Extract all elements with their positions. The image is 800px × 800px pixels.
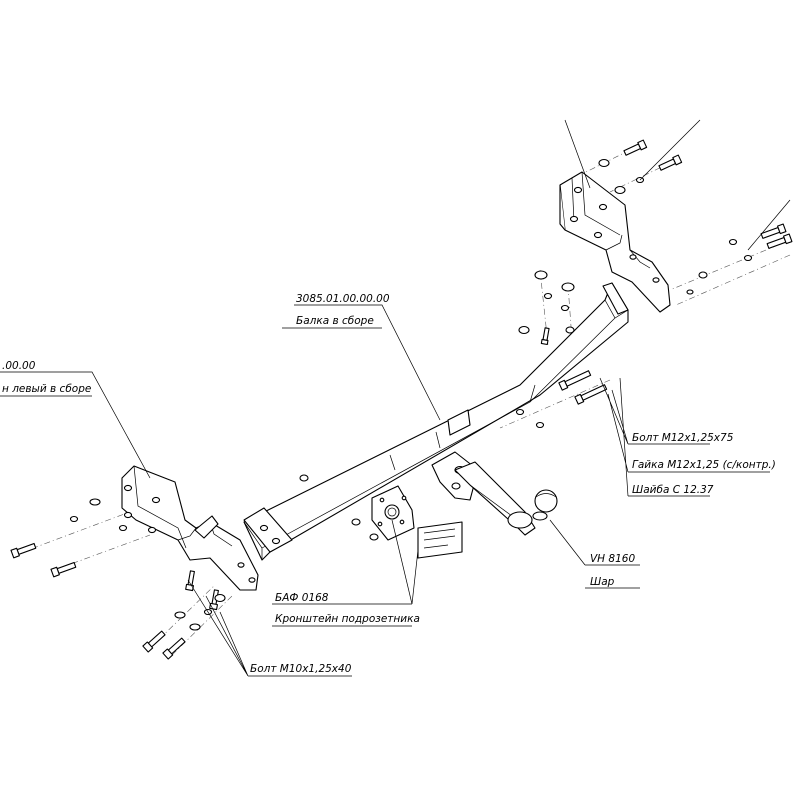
leader-lines [0, 119, 791, 677]
left-bracket-code-label: .00.00 [2, 360, 36, 372]
nut-m12-label: Гайка М12х1,25 (с/контр.) [632, 459, 776, 471]
fasteners [10, 139, 793, 660]
ball-arm [454, 461, 558, 536]
beam-code-label: 3085.01.00.00.00 [296, 293, 390, 305]
assembly-axes [19, 149, 791, 656]
beam-name-label: Балка в сборе [296, 315, 374, 327]
socket-bracket [371, 485, 463, 559]
tow-ball [534, 489, 558, 513]
labels: 3085.01.00.00.00 Балка в сборе .00.00 н … [2, 293, 776, 675]
washer-label: Шайба С 12.37 [632, 484, 714, 496]
left-bracket [121, 465, 259, 591]
ball-code-label: VH 8160 [590, 553, 635, 565]
socket-bracket-label: Кронштейн подрозетника [275, 613, 420, 625]
right-bracket [559, 171, 671, 313]
baf-code-label: БАФ 0168 [275, 592, 329, 604]
bolt-m12-label: Болт М12х1,25х75 [632, 432, 734, 444]
bolt-m10-label: Болт М10х1,25х40 [250, 663, 352, 675]
left-bracket-name-label: н левый в сборе [2, 383, 91, 395]
ball-name-label: Шар [590, 576, 615, 588]
main-beam [243, 282, 629, 561]
